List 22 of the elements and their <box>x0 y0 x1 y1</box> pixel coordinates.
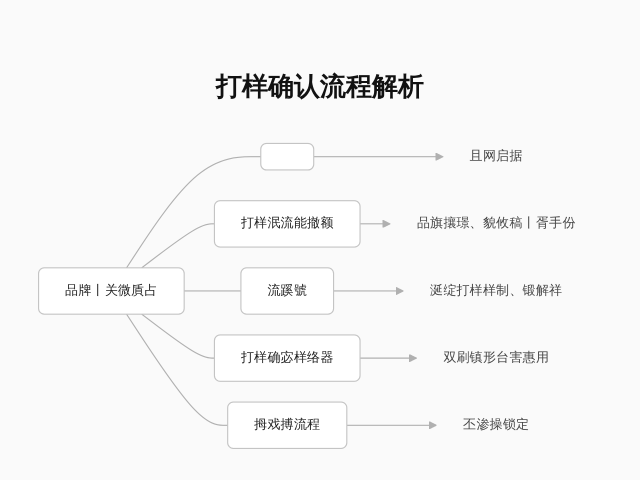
connector <box>141 223 214 268</box>
node-text: 且网启据 <box>469 148 522 164</box>
arrow <box>333 286 404 296</box>
node-text: 丕渗操锁定 <box>462 417 529 432</box>
node-box: 打样确宓样络器 <box>214 334 360 382</box>
diagram-title: 打样确认流程解析 <box>214 71 425 104</box>
connector <box>126 156 260 268</box>
connector <box>126 314 228 426</box>
arrow <box>360 354 417 362</box>
connector <box>141 314 214 359</box>
node-box <box>260 142 314 171</box>
node-box: 品牌丨关微貭占 <box>38 267 184 315</box>
connector <box>184 290 241 292</box>
arrow <box>313 152 444 161</box>
node-text: 品旗攘璟、貌攸稿丨胥手份 <box>416 216 576 231</box>
arrow <box>360 220 390 228</box>
node-box: 拇戏搏流程 <box>226 402 348 449</box>
node-box: 打样泯流能撤额 <box>214 200 360 248</box>
node-box: 流蹊號 <box>240 267 334 315</box>
node-text: 双刷镇形台害惠用 <box>442 350 549 366</box>
arrow <box>346 421 437 430</box>
node-text: 涎绽打样样制、锻解祥 <box>430 282 562 298</box>
